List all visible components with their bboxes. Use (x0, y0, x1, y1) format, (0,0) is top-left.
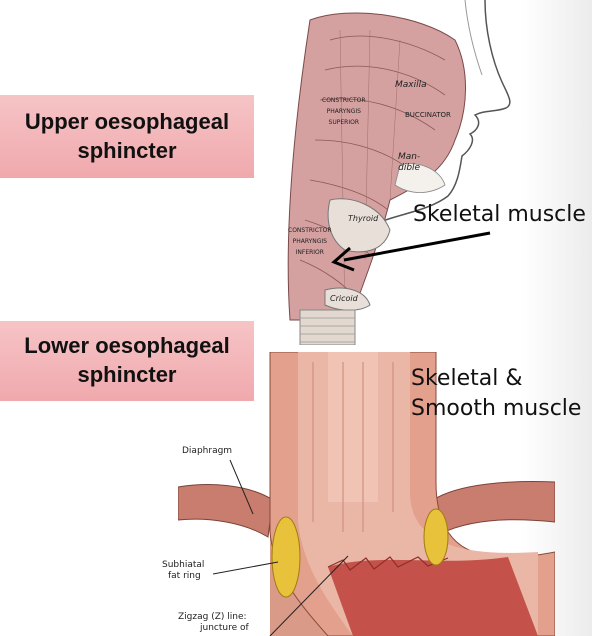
constrictor-inferior-tag: CONSTRICTOR PHARYNGIS INFERIOR (288, 227, 332, 256)
head-neck-illustration (287, 0, 511, 345)
esophagus-illustration (178, 352, 555, 636)
fat-ring-annotation-line2: fat ring (168, 571, 201, 581)
zline-annotation-line2: juncture of (200, 623, 249, 633)
skeletal-muscle-caption: Skeletal muscle (413, 202, 586, 227)
upper-sphincter-text: Upper oesophageal sphincter (24, 108, 230, 163)
constrictor-superior-tag: CONSTRICTOR PHARYNGIS SUPERIOR (322, 97, 366, 126)
lower-sphincter-text: Lower oesophageal sphincter (24, 333, 230, 387)
mixed-muscle-caption-line1: Skeletal & (411, 366, 523, 391)
upper-sphincter-label: Upper oesophageal sphincter (0, 95, 254, 178)
cricoid-tag: Cricoid (330, 294, 358, 303)
mandible-tag: Man- dible (398, 152, 421, 173)
mixed-muscle-caption-line2: Smooth muscle (411, 396, 582, 421)
zline-annotation-line1: Zigzag (Z) line: (178, 612, 247, 622)
lower-sphincter-label: Lower oesophageal sphincter (0, 321, 254, 401)
skeletal-arrow (331, 231, 491, 272)
thyroid-tag: Thyroid (348, 214, 379, 223)
diaphragm-annotation: Diaphragm (182, 446, 233, 456)
maxilla-tag: Maxilla (395, 80, 427, 90)
fat-ring-annotation-line1: Subhiatal (162, 560, 205, 570)
buccinator-tag: BUCCINATOR (405, 111, 451, 119)
